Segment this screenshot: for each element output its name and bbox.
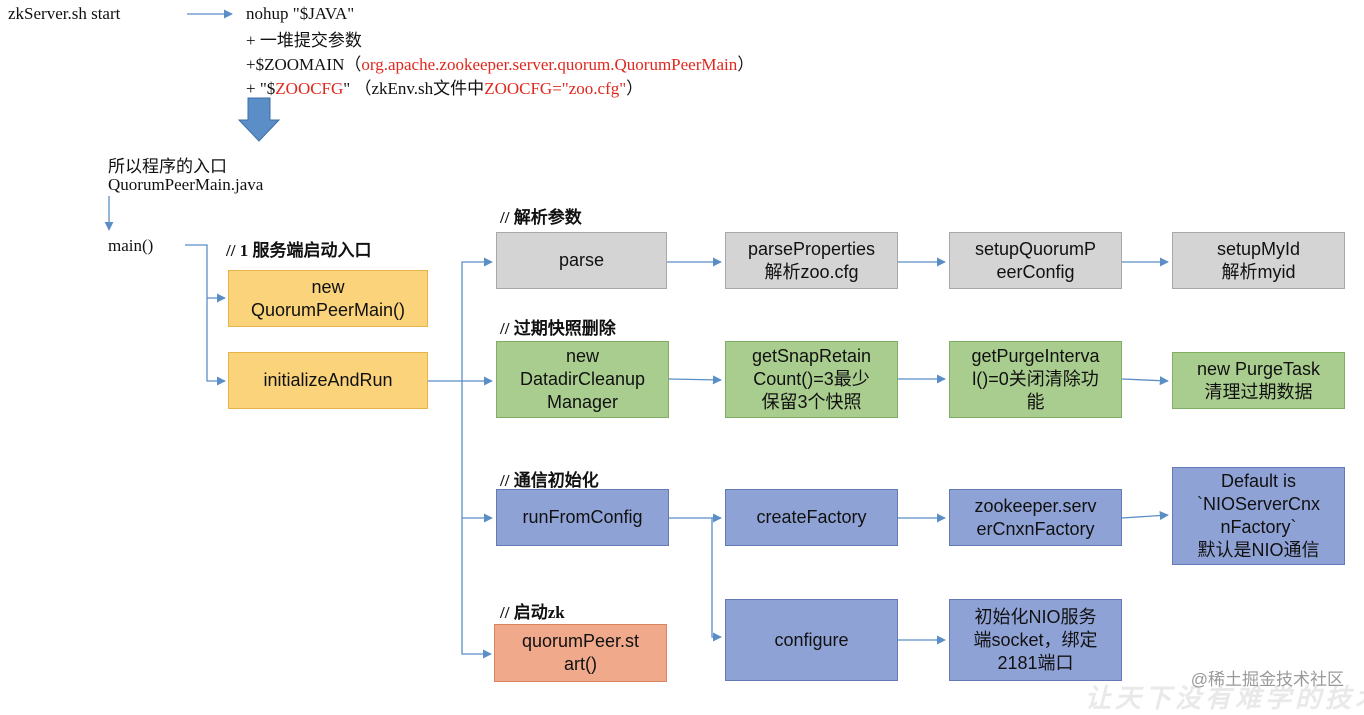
box-default-nio: Default is `NIOServerCnx nFactory` 默认是NI… [1172,467,1345,565]
box-new-purge-task: new PurgeTask 清理过期数据 [1172,352,1345,409]
label-server-start: // 1 服务端启动入口 [226,241,372,260]
header-line-zoocfg: + "$ZOOCFG" （zkEnv.sh文件中ZOOCFG="zoo.cfg"… [246,79,644,98]
start-command: zkServer.sh start [8,4,121,23]
watermark-slogan: 让天下没有难学的技术 [1085,683,1364,713]
watermark: @稀土掘金技术社区 [1190,670,1344,689]
big-down-arrow [237,97,281,142]
label-purge: // 过期快照删除 [500,319,616,338]
ddcm-arrow [668,375,722,385]
main-connector [185,244,226,386]
init-to-parse [461,257,493,381]
box-get-purge-interval: getPurgeInterva l()=0关闭清除功 能 [949,341,1122,418]
label-parse-args: // 解析参数 [500,208,582,227]
box-configure: configure [725,599,898,681]
box-quorum-peer-start: quorumPeer.st art() [494,624,667,682]
box-initialize-and-run: initializeAndRun [228,352,428,409]
box-new-datadir-cleanup-manager: new DatadirCleanup Manager [496,341,669,418]
label-start-zk: // 启动zk [500,603,565,622]
interval-arrow [1121,376,1169,386]
entry-file: QuorumPeerMain.java [108,175,264,194]
rfc-connector [669,517,722,642]
box-parse: parse [496,232,667,289]
box-server-cnxn-factory: zookeeper.serv erCnxnFactory [949,489,1122,546]
box-new-quorum-peer-main: new QuorumPeerMain() [228,270,428,327]
main-method: main() [108,236,154,255]
box-setup-my-id: setupMyId 解析myid [1172,232,1345,289]
box-create-factory: createFactory [725,489,898,546]
box-init-nio-socket: 初始化NIO服务 端socket，绑定 2181端口 [949,599,1122,681]
entry-caption: 所以程序的入口 [108,157,227,176]
label-comm-init: // 通信初始化 [500,471,599,490]
header-line-java: nohup "$JAVA" [246,4,355,23]
box-parse-properties: parseProperties 解析zoo.cfg [725,232,898,289]
header-line-zoomain: +$ZOOMAIN（org.apache.zookeeper.server.qu… [246,55,755,74]
cnxn-arrow [1121,510,1169,521]
box-get-snap-retain-count: getSnapRetain Count()=3最少 保留3个快照 [725,341,898,418]
box-setup-quorum-peer-config: setupQuorumP eerConfig [949,232,1122,289]
box-run-from-config: runFromConfig [496,489,669,546]
header-line-params: + 一堆提交参数 [246,31,362,50]
